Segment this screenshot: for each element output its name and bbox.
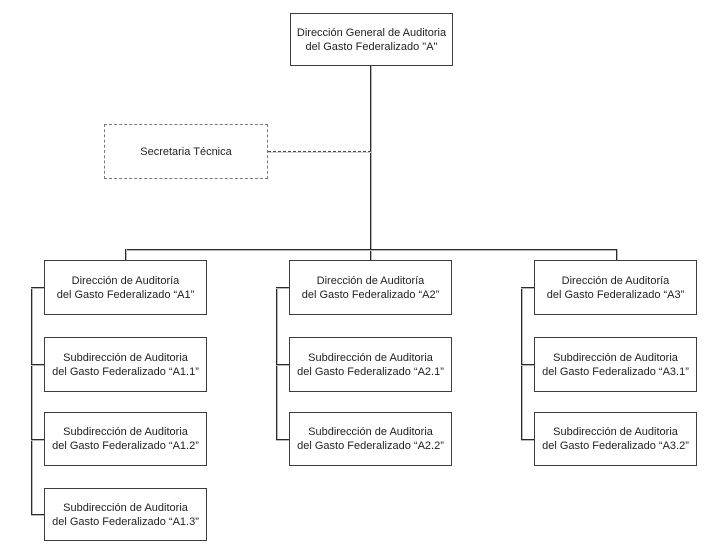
connector-col3-vertical — [521, 287, 522, 440]
org-node-direccion-a3: Dirección de Auditoría del Gasto Federal… — [534, 260, 697, 315]
connector-col1-sub2 — [31, 439, 44, 440]
connector-col1-director — [31, 287, 44, 288]
connector-stub-a1 — [125, 249, 126, 261]
connector-col1-sub3 — [31, 514, 44, 515]
org-node-direccion-a2: Dirección de Auditoría del Gasto Federal… — [289, 260, 452, 315]
org-node-subdireccion-a3-2: Subdirección de Auditoria del Gasto Fede… — [534, 412, 697, 466]
connector-col2-sub1 — [276, 364, 289, 365]
connector-root-trunk — [370, 65, 371, 260]
connector-col3-director — [521, 287, 534, 288]
org-node-direccion-general: Dirección General de Auditoria del Gasto… — [290, 13, 453, 66]
connector-col1-sub1 — [31, 364, 44, 365]
org-node-subdireccion-a2-2: Subdirección de Auditoria del Gasto Fede… — [289, 412, 452, 466]
connector-stub-a3 — [616, 249, 617, 261]
connector-col2-sub2 — [276, 439, 289, 440]
connector-col2-vertical — [276, 287, 277, 440]
org-node-subdireccion-a1-1: Subdirección de Auditoria del Gasto Fede… — [44, 337, 207, 392]
org-node-subdireccion-a1-3: Subdirección de Auditoria del Gasto Fede… — [44, 488, 207, 541]
connector-col3-sub2 — [521, 439, 534, 440]
org-node-subdireccion-a2-1: Subdirección de Auditoria del Gasto Fede… — [289, 337, 452, 392]
org-node-secretaria-tecnica: Secretaria Técnica — [104, 124, 268, 179]
connector-staff-dashed — [268, 151, 371, 152]
connector-col2-director — [276, 287, 289, 288]
org-node-subdireccion-a1-2: Subdirección de Auditoria del Gasto Fede… — [44, 412, 207, 466]
connector-distribution-line — [125, 249, 617, 250]
connector-col3-sub1 — [521, 364, 534, 365]
org-node-subdireccion-a3-1: Subdirección de Auditoria del Gasto Fede… — [534, 337, 697, 392]
connector-col1-vertical — [31, 287, 32, 515]
org-node-direccion-a1: Dirección de Auditoría del Gasto Federal… — [44, 260, 207, 315]
